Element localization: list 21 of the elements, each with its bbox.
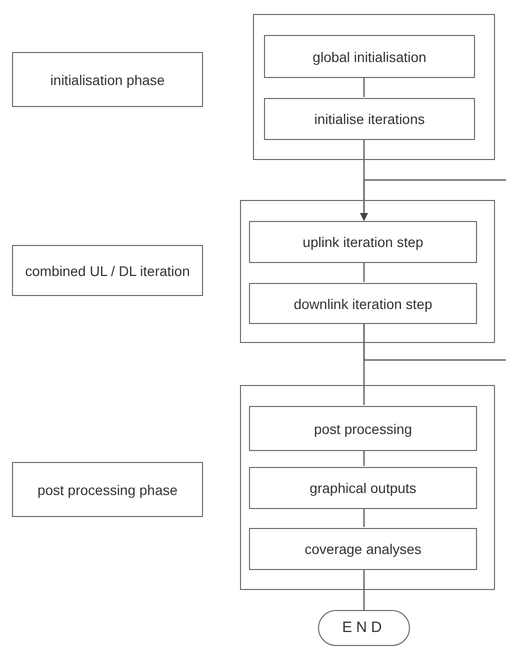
- connector-line: [363, 262, 365, 282]
- phase-container: [240, 200, 495, 343]
- terminator: END: [318, 610, 410, 646]
- process-box: post processing: [249, 406, 477, 451]
- process-box: uplink iteration step: [249, 221, 477, 263]
- process-box: graphical outputs: [249, 467, 477, 509]
- process-box: global initialisation: [264, 35, 475, 78]
- phase-container: [240, 385, 495, 590]
- connector-line: [363, 450, 365, 466]
- connector-line: [363, 323, 506, 361]
- connector-line: [363, 508, 365, 527]
- phase-container: [253, 14, 495, 160]
- process-box: downlink iteration step: [249, 283, 477, 324]
- phase-box: combined UL / DL iteration: [12, 245, 203, 296]
- connector-line: [363, 77, 365, 97]
- arrow: [360, 179, 506, 221]
- process-box: coverage analyses: [249, 528, 477, 570]
- connector-line: [363, 569, 365, 610]
- phase-box: post processing phase: [12, 462, 203, 517]
- phase-box: initialisation phase: [12, 52, 203, 107]
- process-box: initialise iterations: [264, 98, 475, 140]
